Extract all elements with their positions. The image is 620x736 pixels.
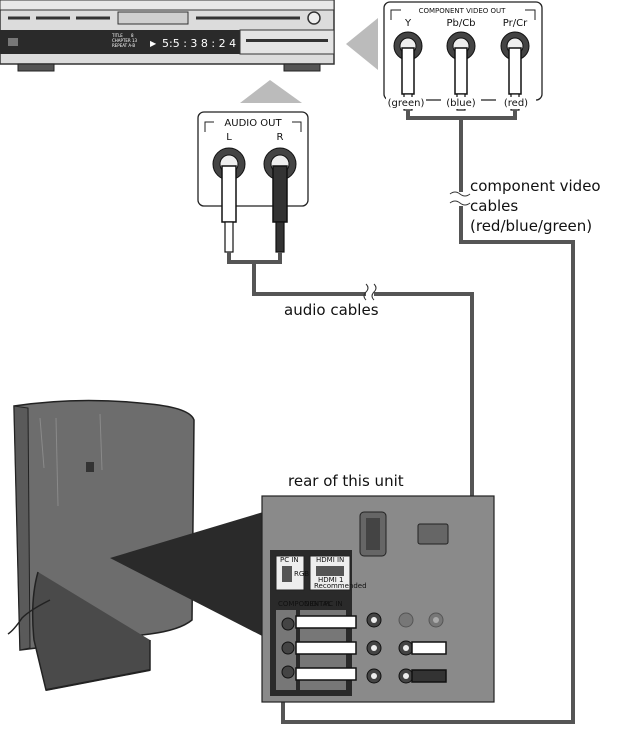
plug-color-blue: (blue) <box>446 98 476 109</box>
display-chapter-label: CHAPTER 13 <box>112 38 138 43</box>
power-cord <box>7 599 51 635</box>
rear-audio-plugs <box>411 641 447 683</box>
svg-text:Recommended: Recommended <box>314 582 367 590</box>
component-cables-label-3: (red/blue/green) <box>470 217 592 235</box>
svg-text:HDMI 1: HDMI 1 <box>318 576 343 584</box>
tv-unit <box>7 399 270 691</box>
display-time: 5:5 : 3 8 : 2 4 <box>162 37 236 50</box>
audio-cable-break-icon <box>363 283 377 301</box>
audio-left-label: L <box>226 132 232 143</box>
audio-cables-label: audio cables <box>284 301 379 319</box>
hdmi-port <box>417 523 449 545</box>
plug-color-green: (green) <box>388 98 425 109</box>
svg-text:RGB: RGB <box>294 570 309 578</box>
display-title-num: 8 <box>131 33 134 38</box>
component-video-out-label: COMPONENT VIDEO OUT <box>419 7 507 15</box>
audio-out-panel: AUDIO OUT L R <box>197 111 309 207</box>
audio-out-label: AUDIO OUT <box>224 118 282 129</box>
front-display <box>0 30 240 54</box>
svg-text:HDMI IN: HDMI IN <box>316 556 344 564</box>
audio-right-label: R <box>277 132 284 143</box>
arrow-left-icon <box>346 18 378 70</box>
jack-label-pr: Pr/Cr <box>503 18 528 29</box>
display-repeat-label: REPEAT A-B <box>112 43 135 48</box>
jack-label-pb: Pb/Cb <box>446 18 475 29</box>
vga-port <box>359 511 387 557</box>
dvd-player: TITLE 8 CHAPTER 13 REPEAT A-B ▶ 5:5 : 3 … <box>0 0 335 72</box>
jack-label-y: Y <box>404 18 412 29</box>
svg-text:COMPONENT: COMPONENT <box>278 600 324 608</box>
plug-color-red: (red) <box>504 98 528 109</box>
component-cable-break-icon <box>449 191 471 206</box>
play-icon: ▶ <box>150 39 157 48</box>
component-cables-label-2: cables <box>470 197 518 215</box>
rear-of-unit-label: rear of this unit <box>288 472 404 490</box>
rear-component-plugs <box>295 615 357 681</box>
power-button <box>307 11 321 25</box>
display-title-label: TITLE <box>111 33 123 38</box>
svg-text:DIGITAL: DIGITAL <box>304 600 331 608</box>
svg-text:PC IN: PC IN <box>324 600 343 608</box>
svg-text:PC IN: PC IN <box>280 556 299 564</box>
arrow-up-icon <box>240 80 302 103</box>
component-cables-label-1: component video <box>470 177 601 195</box>
